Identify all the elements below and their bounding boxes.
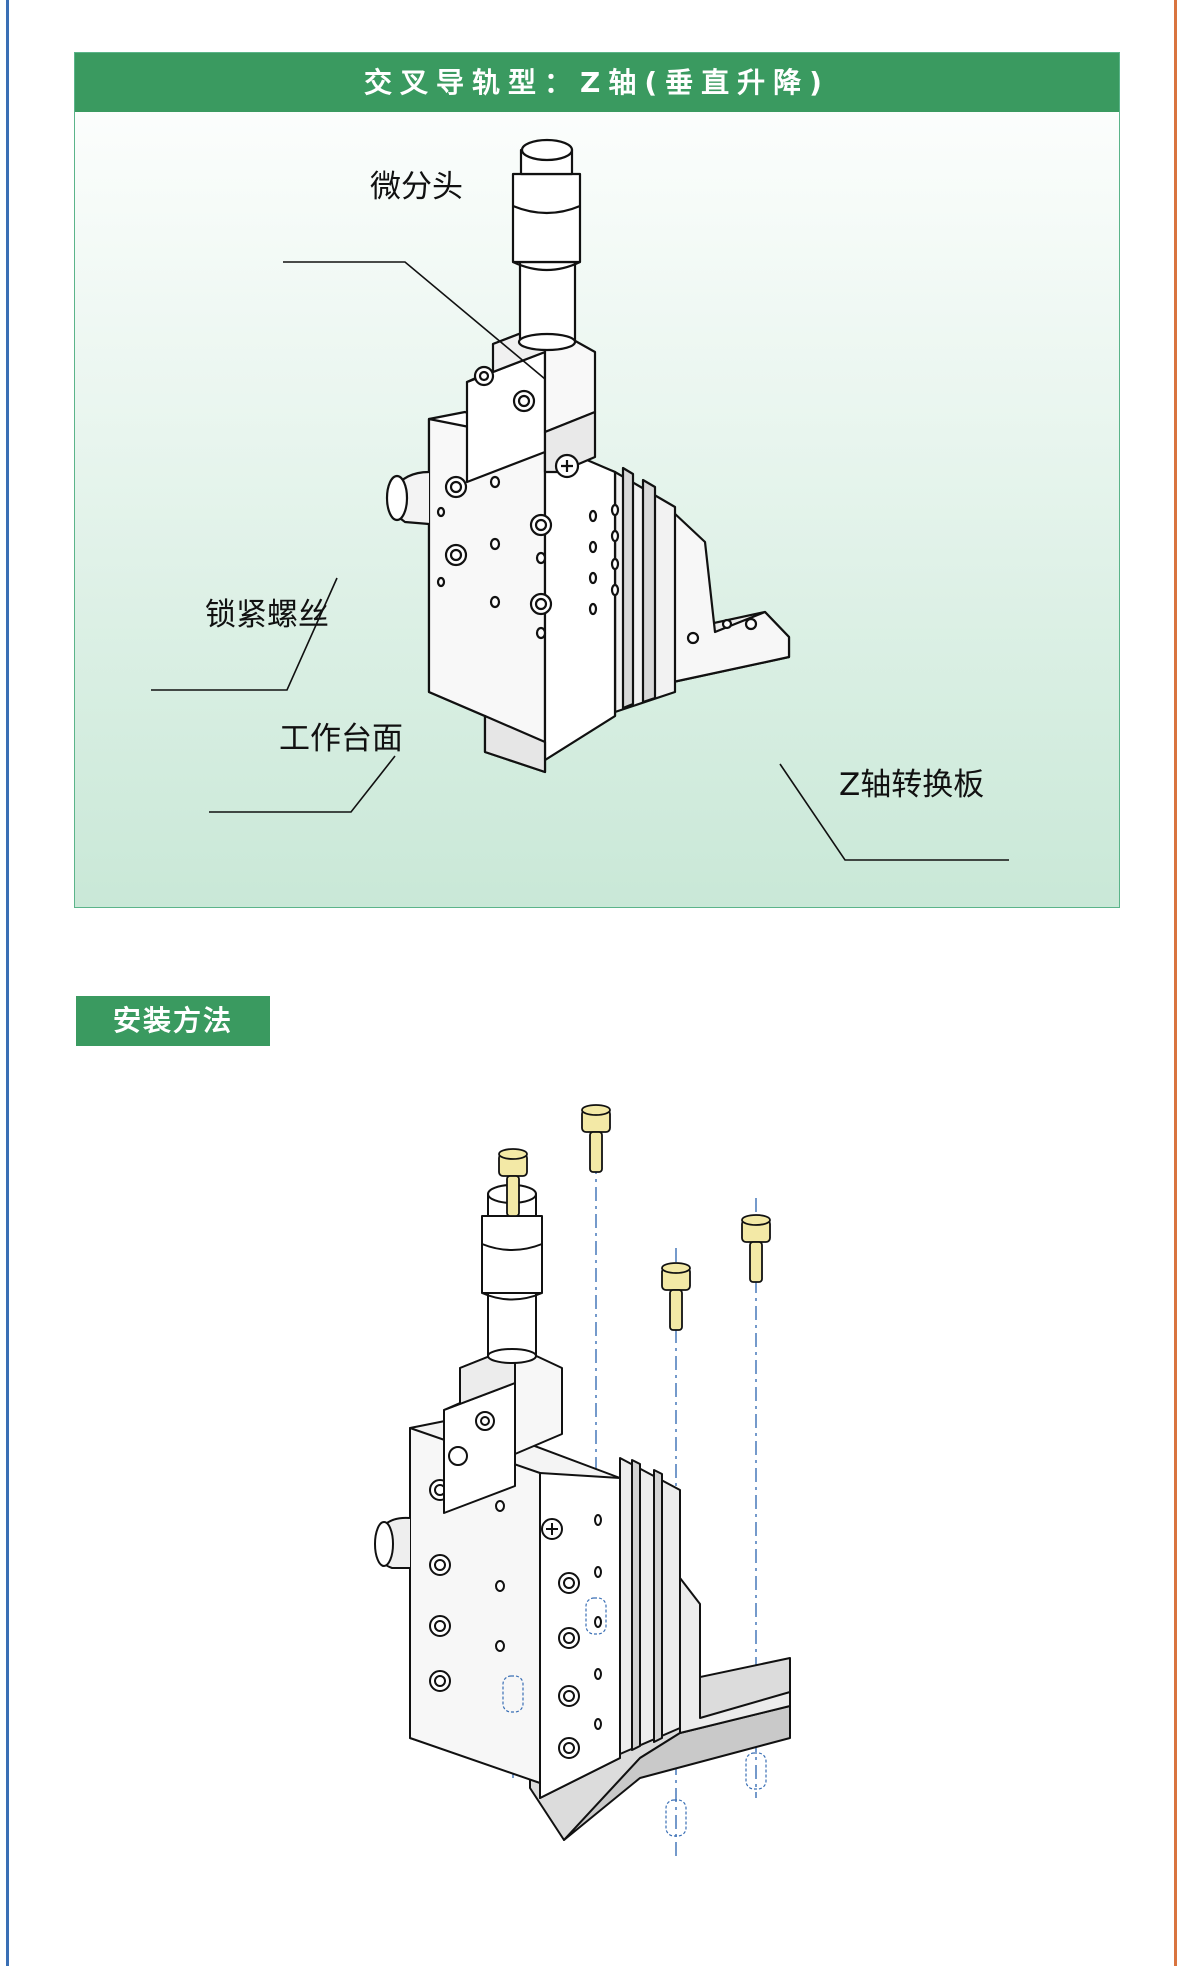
section-title: 安装方法 xyxy=(76,996,270,1046)
label-lock-screw: 锁紧螺丝 xyxy=(205,597,329,633)
right-border-line xyxy=(1174,0,1177,1966)
left-border-line xyxy=(6,0,9,1966)
panel-title: 交叉导轨型：Z轴(垂直升降) xyxy=(75,53,1119,112)
label-z-plate: Z轴转换板 xyxy=(839,767,985,803)
label-micrometer: 微分头 xyxy=(370,169,463,205)
label-work-table: 工作台面 xyxy=(279,721,403,757)
product-panel: 交叉导轨型：Z轴(垂直升降) xyxy=(74,52,1120,908)
installation-illustration xyxy=(374,1104,791,1858)
z-axis-stage-illustration xyxy=(151,138,1009,861)
